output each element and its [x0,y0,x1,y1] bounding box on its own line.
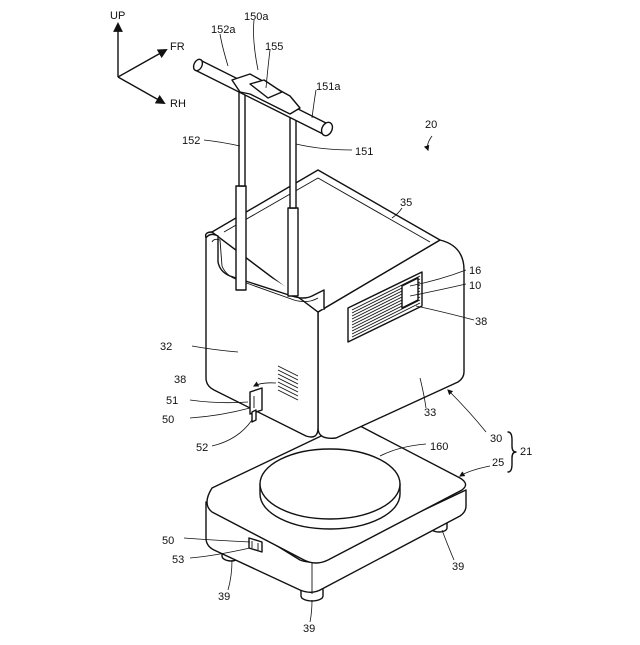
label-39-bottom: 39 [303,623,315,635]
label-53: 53 [172,554,184,566]
label-10: 10 [469,280,481,292]
label-50-lower: 50 [162,535,174,547]
label-39-left: 39 [218,591,230,603]
right-label: RH [170,98,186,110]
front-label: FR [170,41,185,53]
label-152: 152 [182,135,200,147]
label-38-left: 38 [174,374,186,386]
right-arrow [118,77,164,103]
label-33: 33 [424,407,436,419]
direction-axes: UP FR RH [110,10,186,110]
label-150a: 150a [244,11,269,23]
label-39-right: 39 [452,561,464,573]
up-label: UP [110,10,125,22]
label-50-upper: 50 [162,414,174,426]
box-connector [250,388,262,422]
label-52: 52 [196,442,208,454]
front-arrow [118,50,166,77]
label-32: 32 [160,341,172,353]
scale-base [206,425,466,602]
label-152a: 152a [211,24,236,36]
label-151: 151 [355,146,373,158]
label-16: 16 [469,265,481,277]
label-160: 160 [430,441,448,453]
label-38-right: 38 [475,316,487,328]
label-35: 35 [400,197,412,209]
label-151a: 151a [316,81,341,93]
label-155: 155 [265,41,283,53]
label-51: 51 [166,395,178,407]
weighing-plate [260,449,400,529]
label-21: 21 [520,446,532,458]
label-30: 30 [490,433,502,445]
label-20: 20 [425,119,437,131]
label-25: 25 [492,457,504,469]
